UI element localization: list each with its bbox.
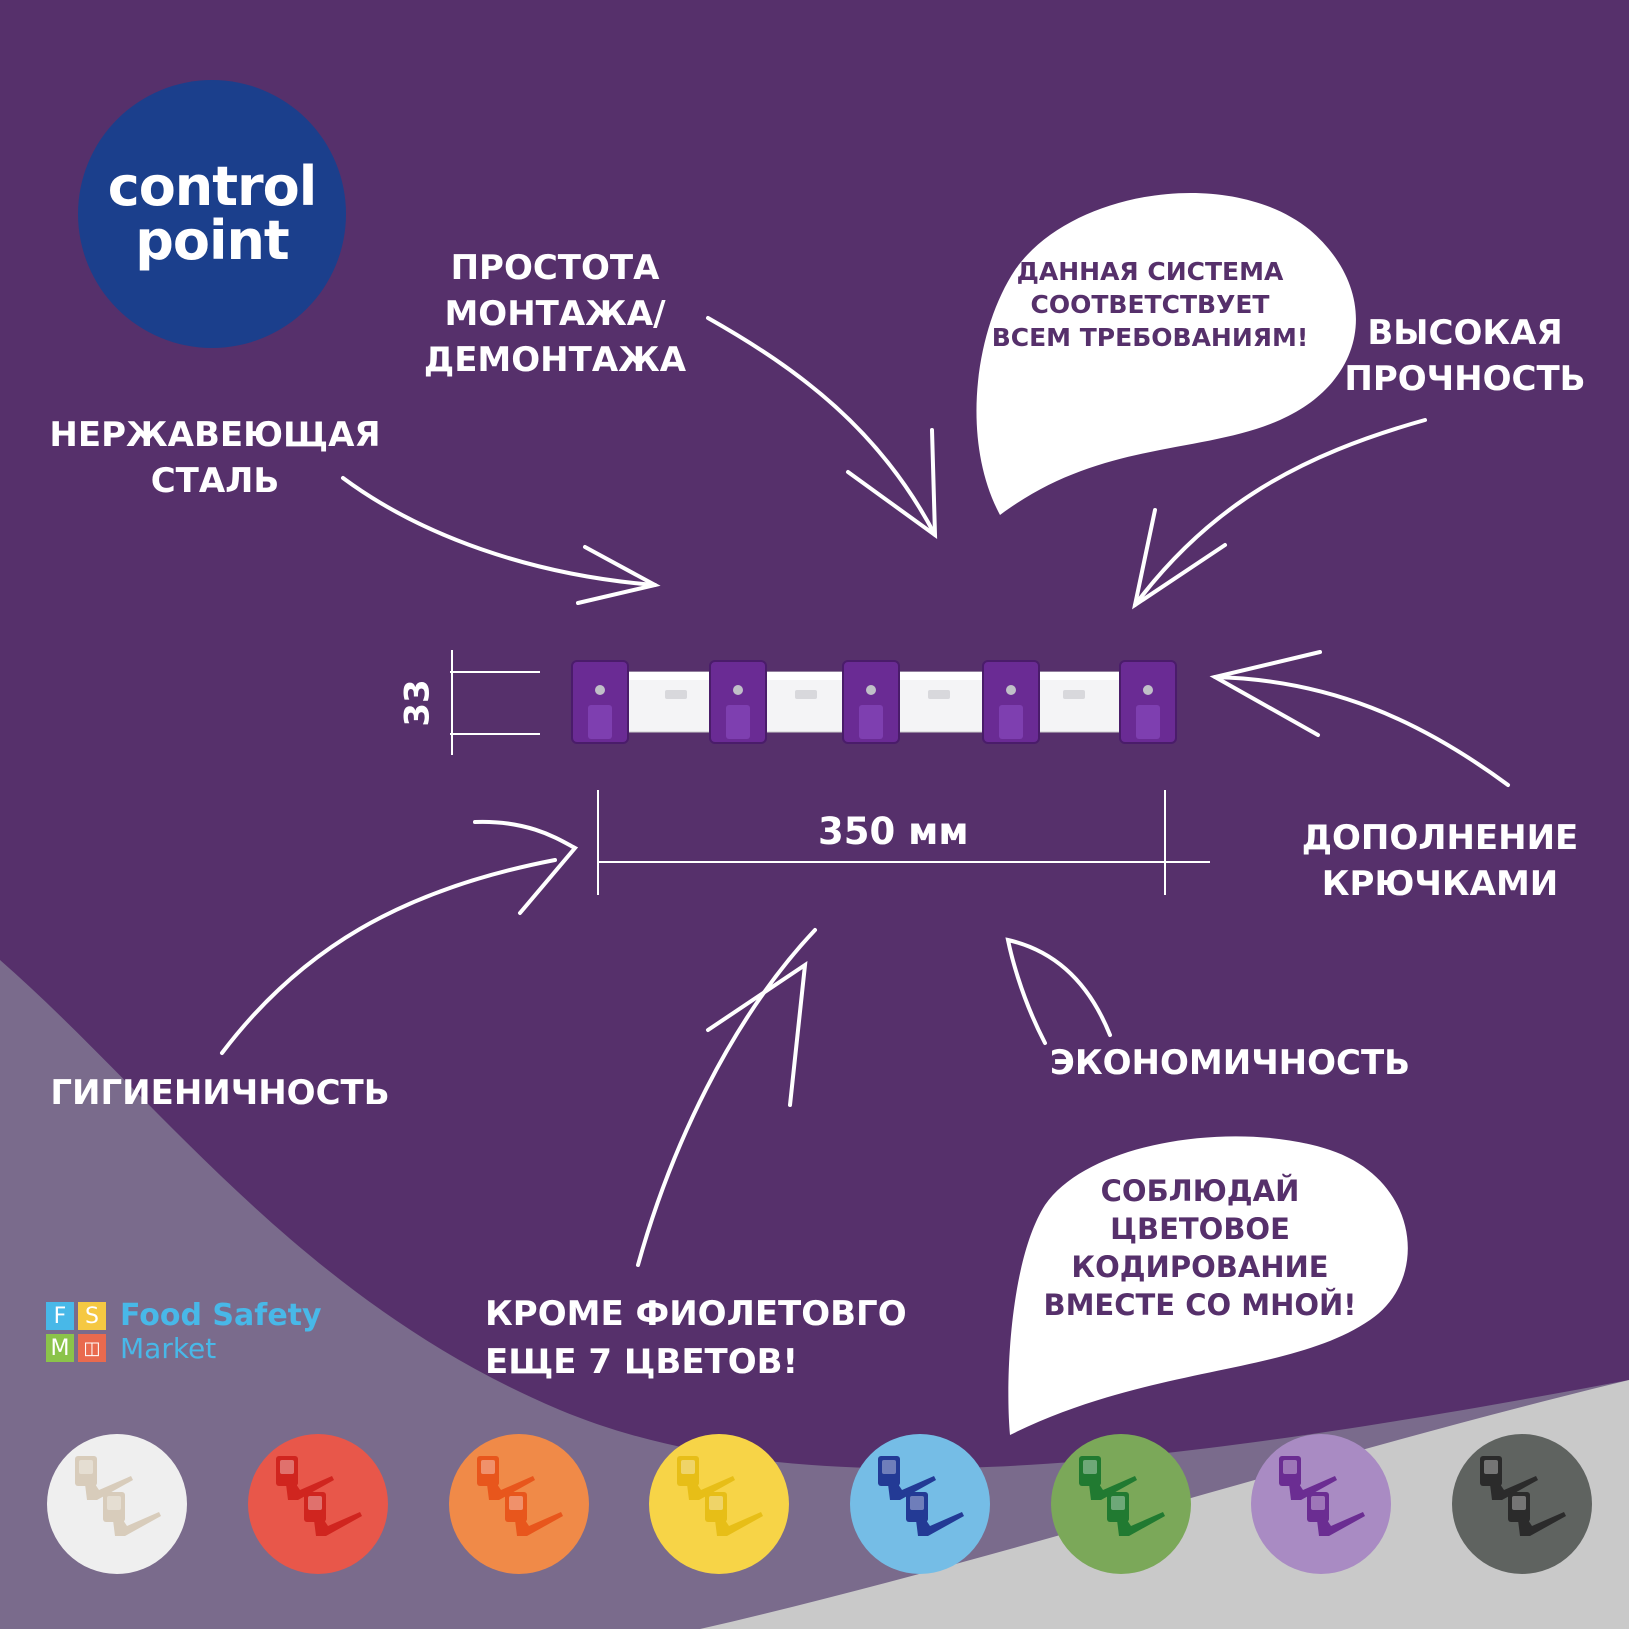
feature-colors: КРОМЕ ФИОЛЕТОВГО ЕЩЕ 7 ЦВЕТОВ!	[485, 1294, 907, 1382]
feature-strength: ВЫСОКАЯ ПРОЧНОСТЬ	[1344, 313, 1586, 399]
hook-icon	[677, 1456, 763, 1536]
bubble-top-text: ДАННАЯ СИСТЕМА СООТВЕТСТВУЕТ ВСЕМ ТРЕБОВ…	[991, 257, 1309, 352]
swatch-black	[1452, 1434, 1592, 1574]
hook-rail	[571, 660, 1177, 744]
bubble-top	[976, 192, 1356, 516]
feature-hooks: ДОПОЛНЕНИЕ КРЮЧКАМИ	[1301, 818, 1579, 904]
bubble-bottom-text: СОБЛЮДАЙ ЦВЕТОВОЕ КОДИРОВАНИЕ ВМЕСТЕ СО …	[1043, 1174, 1357, 1322]
swatch-purple	[1251, 1434, 1391, 1574]
basket-icon: ◫	[78, 1334, 106, 1362]
swatch-green	[1051, 1434, 1191, 1574]
swatch-blue	[850, 1434, 990, 1574]
swatch-orange	[449, 1434, 589, 1574]
swatch-white	[47, 1434, 187, 1574]
fsm-letter-f: F	[46, 1302, 74, 1330]
hook-icon	[75, 1456, 161, 1536]
dimension-width: 350 мм	[818, 810, 969, 853]
hook-icon	[1079, 1456, 1165, 1536]
feature-hygiene: ГИГИЕНИЧНОСТЬ	[50, 1073, 390, 1113]
fsm-letter-m: M	[46, 1334, 74, 1362]
dimension-height: 33	[397, 679, 438, 727]
light-wave	[700, 1380, 1629, 1629]
control-point-logo: control point	[78, 80, 346, 348]
grey-wave	[0, 960, 1629, 1629]
hook-icon	[1279, 1456, 1365, 1536]
logo-text: control point	[107, 155, 318, 272]
feature-steel: НЕРЖАВЕЮЩАЯ СТАЛЬ	[49, 415, 381, 501]
feature-mounting: ПРОСТОТА МОНТАЖА/ ДЕМОНТАЖА	[423, 248, 687, 380]
hook-icon	[1480, 1456, 1566, 1536]
fsm-line2: Market	[120, 1332, 217, 1365]
swatch-yellow	[649, 1434, 789, 1574]
fsm-line1: Food Safety	[120, 1298, 322, 1333]
hook-icon	[878, 1456, 964, 1536]
feature-economy: ЭКОНОМИЧНОСТЬ	[1049, 1043, 1411, 1083]
hook-icon	[477, 1456, 563, 1536]
fsm-letter-s: S	[78, 1302, 106, 1330]
swatch-red	[248, 1434, 388, 1574]
bubble-bottom	[1008, 1136, 1408, 1435]
hook-icon	[276, 1456, 362, 1536]
